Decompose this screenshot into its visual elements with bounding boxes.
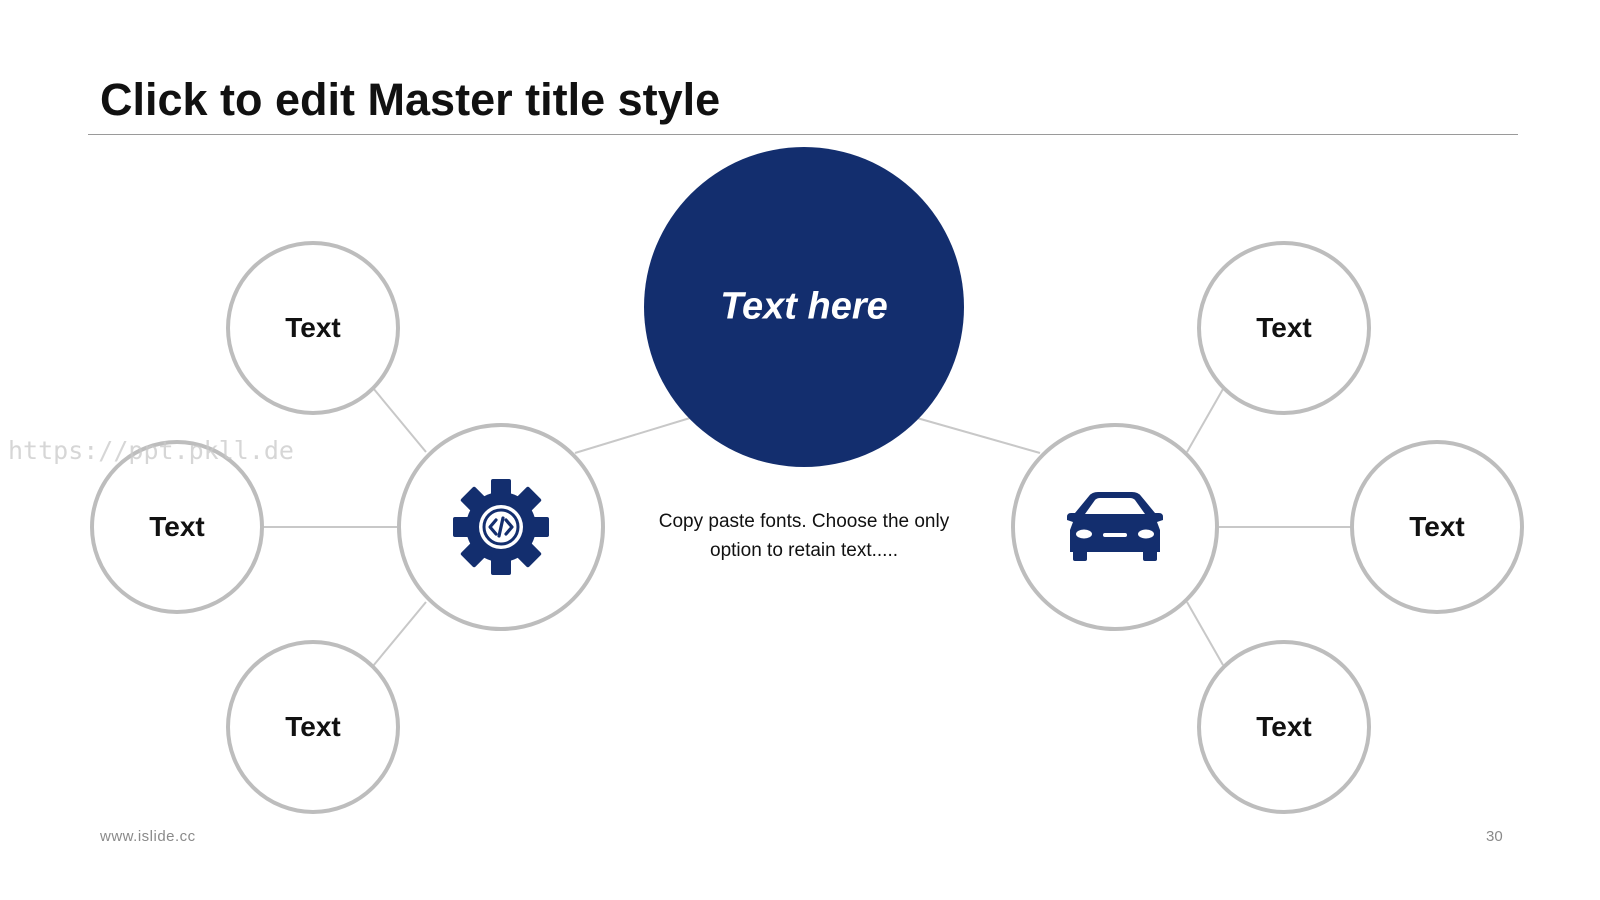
left-node-bottom-circle[interactable]: [226, 640, 400, 814]
center-description-line-2: option to retain text.....: [710, 540, 898, 561]
connector-left-hub-bottom: [372, 601, 427, 667]
connector-center-left-hub: [574, 417, 691, 454]
connector-center-right-hub: [916, 417, 1041, 454]
center-description[interactable]: Copy paste fonts. Choose the only option…: [644, 507, 964, 565]
left-node-top-circle[interactable]: [226, 241, 400, 415]
left-node-middle-label[interactable]: Text: [149, 511, 205, 542]
connector-left-hub-top: [372, 387, 427, 453]
car-icon: [1067, 492, 1163, 561]
center-label[interactable]: Text here: [720, 285, 888, 328]
connector-right-hub-top: [1186, 388, 1224, 453]
right-node-top-circle[interactable]: [1197, 241, 1371, 415]
connector-right-hub-bottom: [1186, 601, 1224, 666]
left-node-middle-circle[interactable]: [90, 440, 264, 614]
watermark: https://ppt.pkll.de: [8, 436, 294, 465]
right-node-bottom-circle[interactable]: [1197, 640, 1371, 814]
center-description-line-1: Copy paste fonts. Choose the only: [658, 511, 950, 532]
left-node-bottom-label[interactable]: Text: [285, 711, 341, 742]
slide-title[interactable]: Click to edit Master title style: [100, 74, 721, 125]
right-node-top-label[interactable]: Text: [1256, 312, 1312, 343]
right-node-middle-circle[interactable]: [1350, 440, 1524, 614]
right-node-middle-label[interactable]: Text: [1409, 511, 1465, 542]
right-node-bottom-label[interactable]: Text: [1256, 711, 1312, 742]
left-node-top-label[interactable]: Text: [285, 312, 341, 343]
title-divider: [88, 134, 1518, 135]
page-number: 30: [1486, 828, 1503, 845]
gear-code-icon: [453, 479, 549, 575]
center-circle[interactable]: [644, 147, 964, 467]
footer-url: www.islide.cc: [100, 828, 196, 845]
